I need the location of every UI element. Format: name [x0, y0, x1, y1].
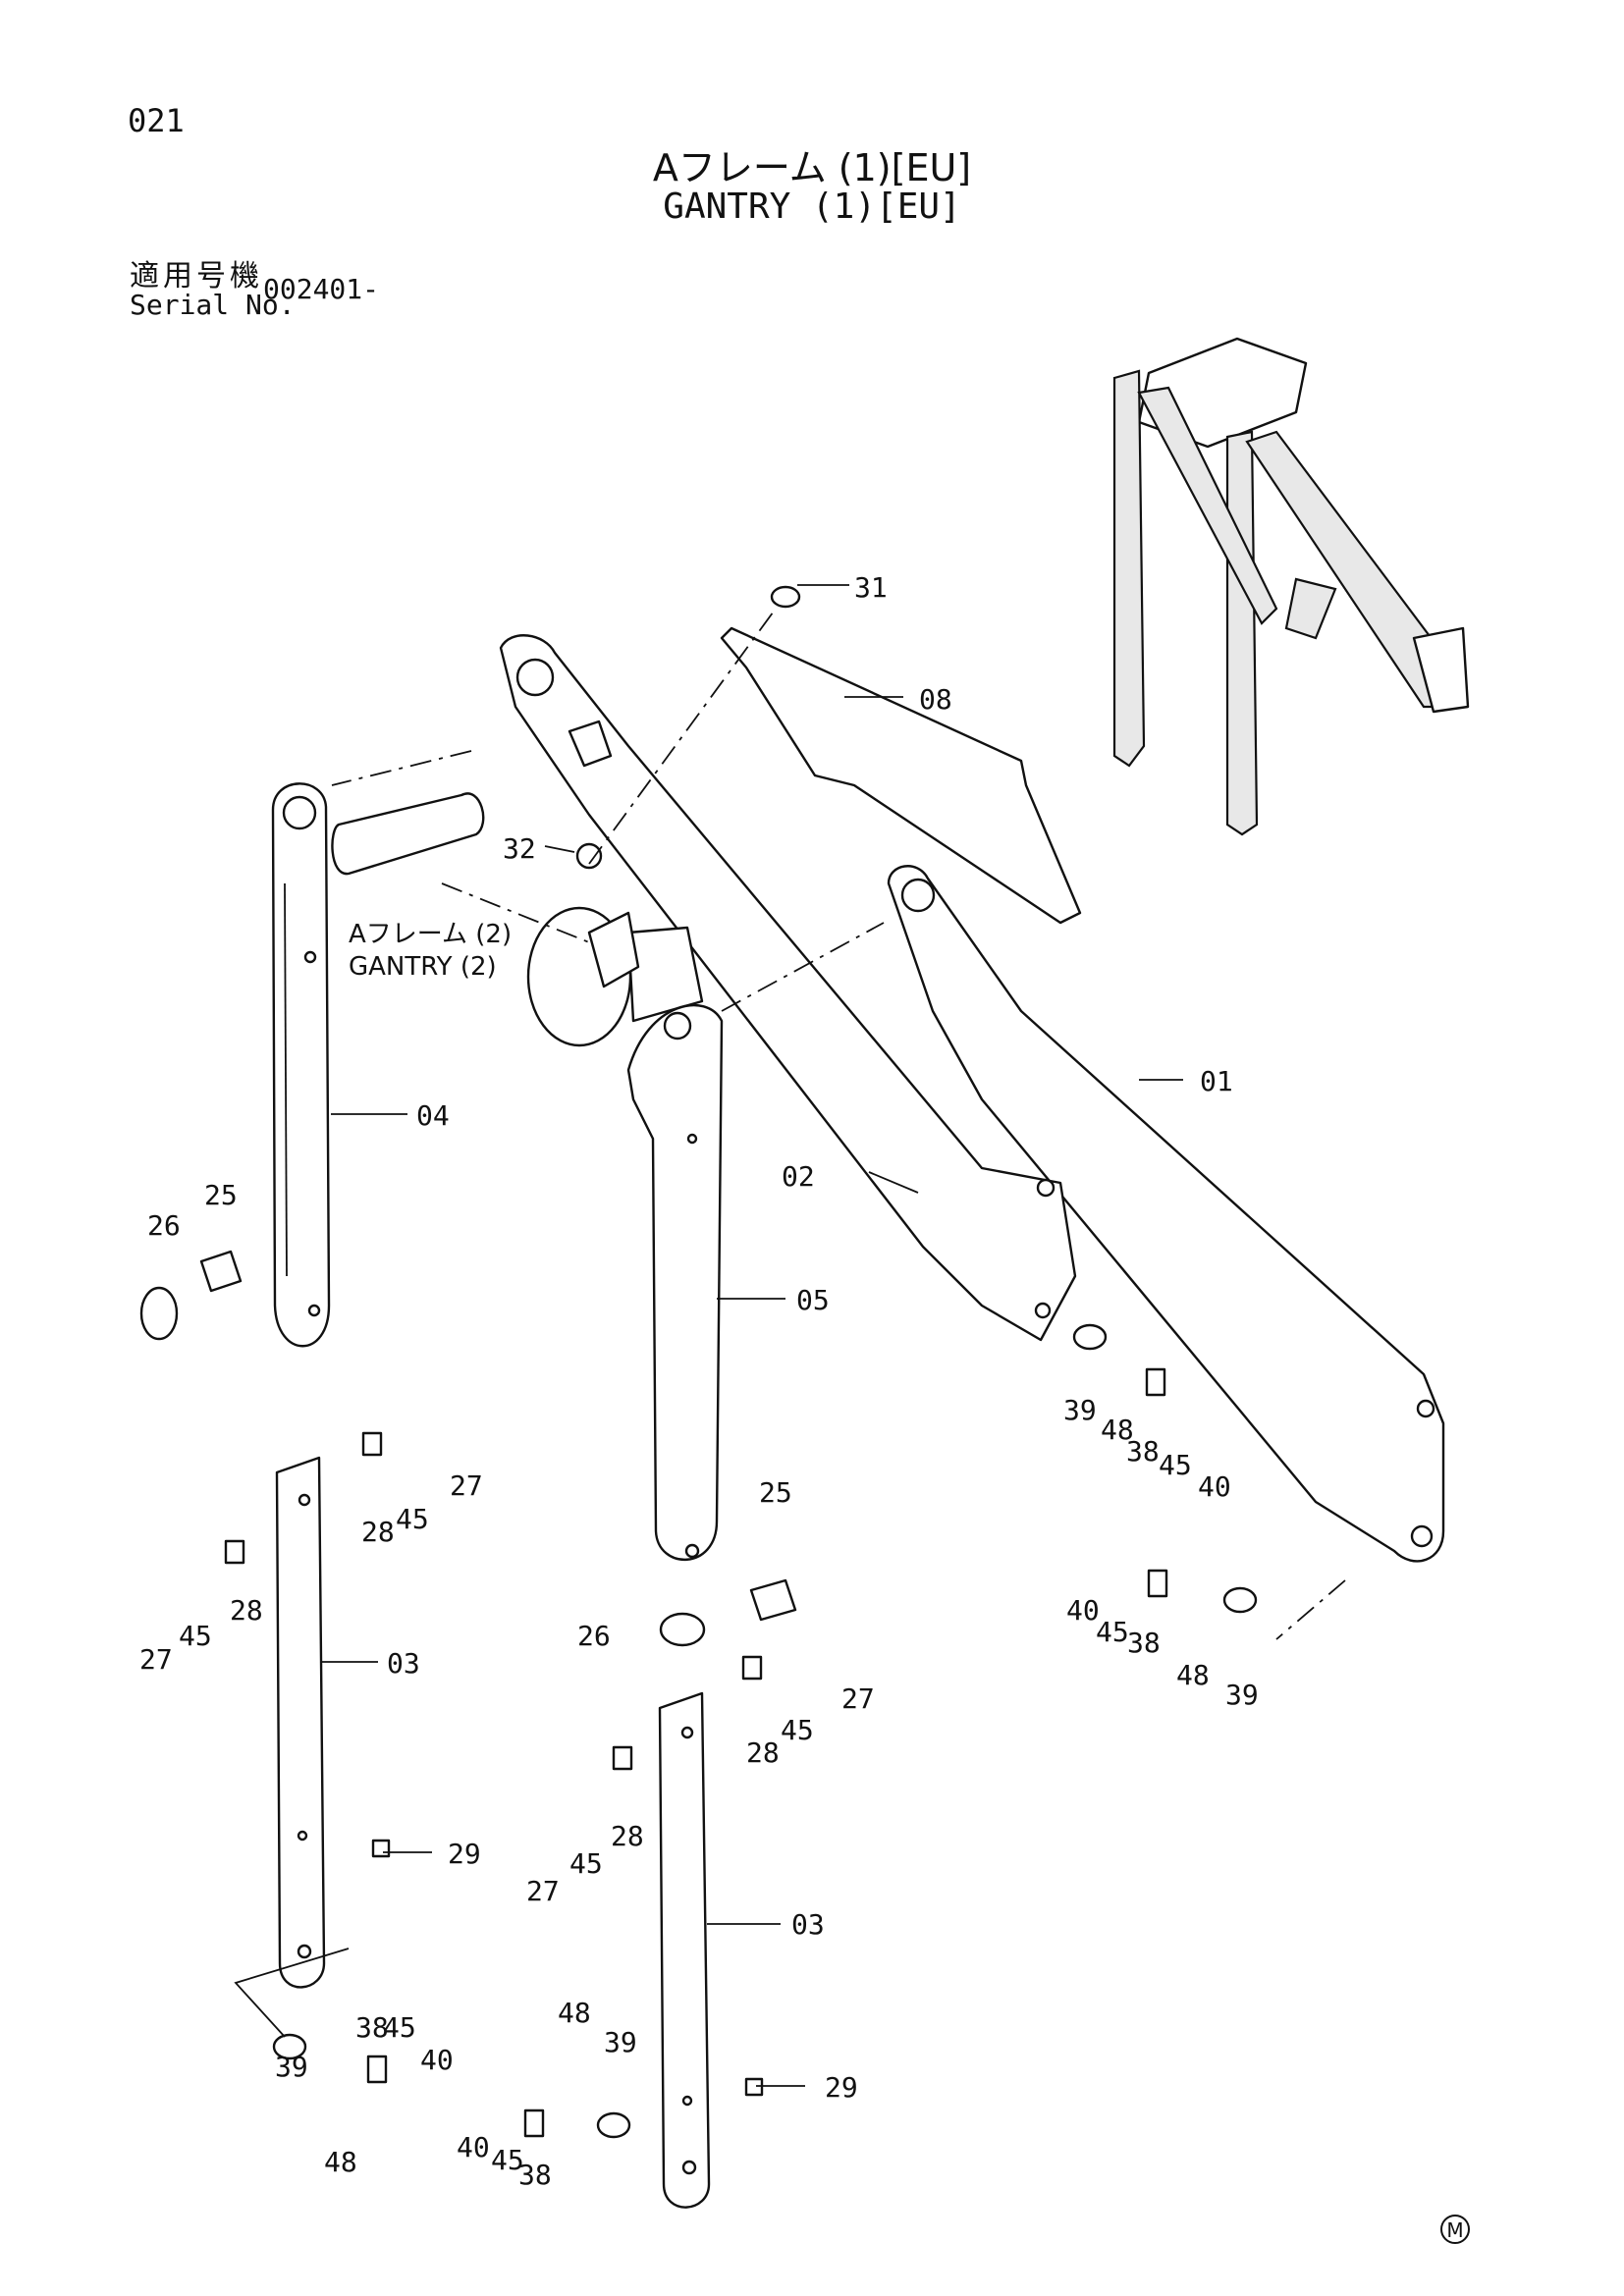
label-part-38: 38 — [1127, 1627, 1161, 1659]
part-01-gantry-arm — [887, 865, 1445, 1563]
label-part-03: 03 — [387, 1647, 420, 1680]
label-part-31: 31 — [854, 571, 888, 604]
label-part-04: 04 — [416, 1099, 450, 1132]
part-number-labels: 01 02 03 03 04 05 08 31 32 25 26 25 26 2… — [139, 571, 1259, 2191]
label-part-28: 28 — [230, 1594, 263, 1627]
part-03-link-left — [275, 1456, 326, 1989]
label-part-39: 39 — [604, 2026, 637, 2058]
label-part-28: 28 — [611, 1820, 644, 1852]
label-part-38: 38 — [1126, 1435, 1160, 1468]
label-part-02: 02 — [782, 1160, 815, 1193]
part-05-link — [626, 1004, 724, 1562]
label-part-38: 38 — [355, 2011, 389, 2044]
label-part-45: 45 — [781, 1714, 814, 1746]
label-part-45: 45 — [179, 1620, 212, 1652]
leader-lines — [234, 584, 1346, 2087]
reference-shaft — [331, 792, 704, 1047]
part-02-gantry-arm — [499, 634, 1077, 1342]
serial-number-value: 002401- — [263, 273, 380, 305]
label-part-48: 48 — [1176, 1659, 1210, 1691]
label-part-01: 01 — [1200, 1065, 1233, 1097]
label-part-45: 45 — [1096, 1616, 1129, 1648]
reference-label-jp: Aフレーム (2) — [349, 920, 512, 949]
assembled-gantry-inset — [1112, 337, 1470, 836]
label-part-45: 45 — [396, 1503, 429, 1535]
m-mark-letter: M — [1446, 2218, 1463, 2242]
label-part-40: 40 — [457, 2131, 490, 2163]
label-part-45: 45 — [491, 2144, 524, 2176]
serial-label-english: Serial No. — [130, 289, 296, 321]
label-part-25: 25 — [759, 1476, 792, 1509]
label-part-05: 05 — [796, 1284, 830, 1316]
label-part-29: 29 — [448, 1838, 481, 1870]
label-part-27: 27 — [450, 1469, 483, 1502]
label-part-45: 45 — [1159, 1449, 1192, 1481]
title-english: GANTRY (1)[EU] — [663, 187, 961, 227]
part-03-link-right — [658, 1691, 711, 2209]
label-part-25: 25 — [204, 1179, 238, 1211]
label-part-27: 27 — [526, 1875, 560, 1907]
label-part-28: 28 — [746, 1736, 780, 1769]
label-part-29: 29 — [825, 2071, 858, 2104]
hardware-pins-bolts — [139, 585, 1258, 2139]
label-part-27: 27 — [841, 1682, 875, 1715]
label-part-26: 26 — [577, 1620, 611, 1652]
title-japanese: Aフレーム (1)[EU] — [652, 146, 972, 189]
label-part-38: 38 — [518, 2159, 552, 2191]
label-part-45: 45 — [569, 1847, 603, 1880]
label-part-39: 39 — [1225, 1679, 1259, 1711]
part-04-link — [271, 782, 331, 1348]
label-part-48: 48 — [324, 2146, 357, 2178]
label-part-40: 40 — [1198, 1470, 1231, 1503]
label-part-45: 45 — [383, 2011, 416, 2044]
label-part-26: 26 — [147, 1209, 181, 1242]
page-number: 021 — [128, 102, 185, 139]
serial-label-japanese: 適用号機 — [130, 259, 263, 294]
label-part-40: 40 — [1066, 1594, 1100, 1627]
label-part-27: 27 — [139, 1643, 173, 1676]
label-part-03: 03 — [791, 1908, 825, 1941]
part-08-plate — [720, 626, 1082, 925]
label-part-40: 40 — [420, 2044, 454, 2076]
reference-label-en: GANTRY (2) — [349, 952, 497, 982]
label-part-39: 39 — [1063, 1394, 1097, 1426]
label-part-32: 32 — [503, 832, 536, 865]
label-part-48: 48 — [558, 1997, 591, 2029]
label-part-28: 28 — [361, 1516, 395, 1548]
label-part-48: 48 — [1101, 1414, 1134, 1446]
m-mark: M — [1440, 2215, 1470, 2244]
label-part-39: 39 — [275, 2051, 308, 2083]
label-part-08: 08 — [919, 683, 952, 716]
